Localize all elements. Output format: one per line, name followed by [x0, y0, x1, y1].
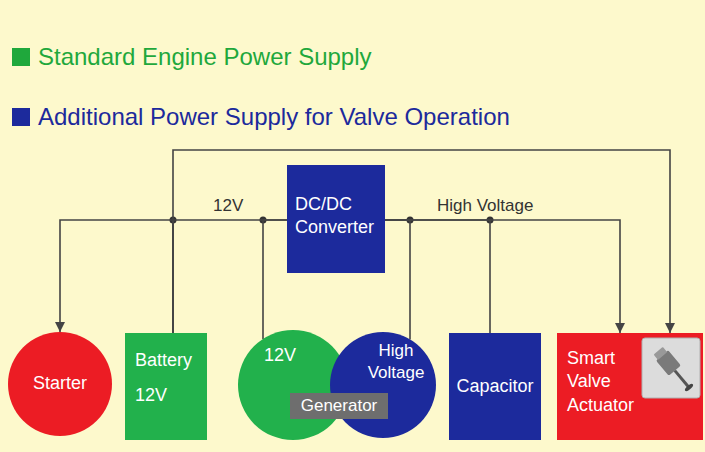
converter-box: DC/DC Converter — [287, 165, 385, 273]
legend-item: Additional Power Supply for Valve Operat… — [12, 102, 510, 132]
actuator-body — [656, 350, 681, 376]
node-text: High Voltage — [360, 340, 432, 384]
power-wire — [385, 220, 410, 339]
node-text: Battery — [135, 349, 192, 372]
actuator-figure — [652, 346, 696, 395]
generator-label: Generator — [290, 393, 388, 419]
generator-circle: High Voltage — [330, 332, 436, 438]
legend-text: Standard Engine Power Supply — [38, 42, 372, 72]
voltage-label: 12V — [211, 196, 245, 216]
actuator-box: Smart Valve Actuator — [557, 333, 703, 440]
node-content: DC/DC Converter — [287, 165, 385, 273]
voltage-label: High Voltage — [435, 196, 535, 216]
power-wire — [385, 220, 490, 333]
node-content: Battery 12V — [125, 333, 207, 440]
circle-shape — [330, 332, 436, 438]
power-wire — [385, 220, 620, 333]
legend-item: Standard Engine Power Supply — [12, 42, 372, 72]
power-wire — [173, 220, 287, 333]
node-content: Starter — [8, 332, 112, 436]
node-text: Starter — [33, 372, 87, 395]
node-text: Generator — [301, 395, 378, 417]
node-text: Smart Valve Actuator — [567, 347, 645, 417]
power-wire — [60, 220, 173, 333]
actuator-cap — [654, 347, 668, 360]
node-content: Capacitor — [449, 333, 541, 440]
battery-box: Battery 12V — [125, 333, 207, 440]
node-text: Capacitor — [456, 375, 533, 398]
capacitor-box: Capacitor — [449, 333, 541, 440]
valve-stem — [674, 370, 690, 389]
power-wire — [173, 150, 670, 333]
power-wire — [263, 220, 287, 339]
node-text: 12V — [135, 384, 167, 407]
legend-swatch — [12, 108, 30, 126]
circle-shape — [8, 332, 112, 436]
valve-head — [684, 383, 694, 392]
starter-circle: Starter — [8, 332, 112, 436]
node-text: 12V — [264, 344, 296, 367]
node-content: Generator — [290, 393, 388, 419]
legend-text: Additional Power Supply for Valve Operat… — [38, 102, 510, 132]
photo-frame — [642, 338, 700, 398]
node-content: Smart Valve Actuator — [557, 333, 649, 440]
node-text: DC/DC Converter — [295, 193, 381, 240]
node-content: High Voltage — [330, 332, 436, 438]
legend-swatch — [12, 48, 30, 66]
